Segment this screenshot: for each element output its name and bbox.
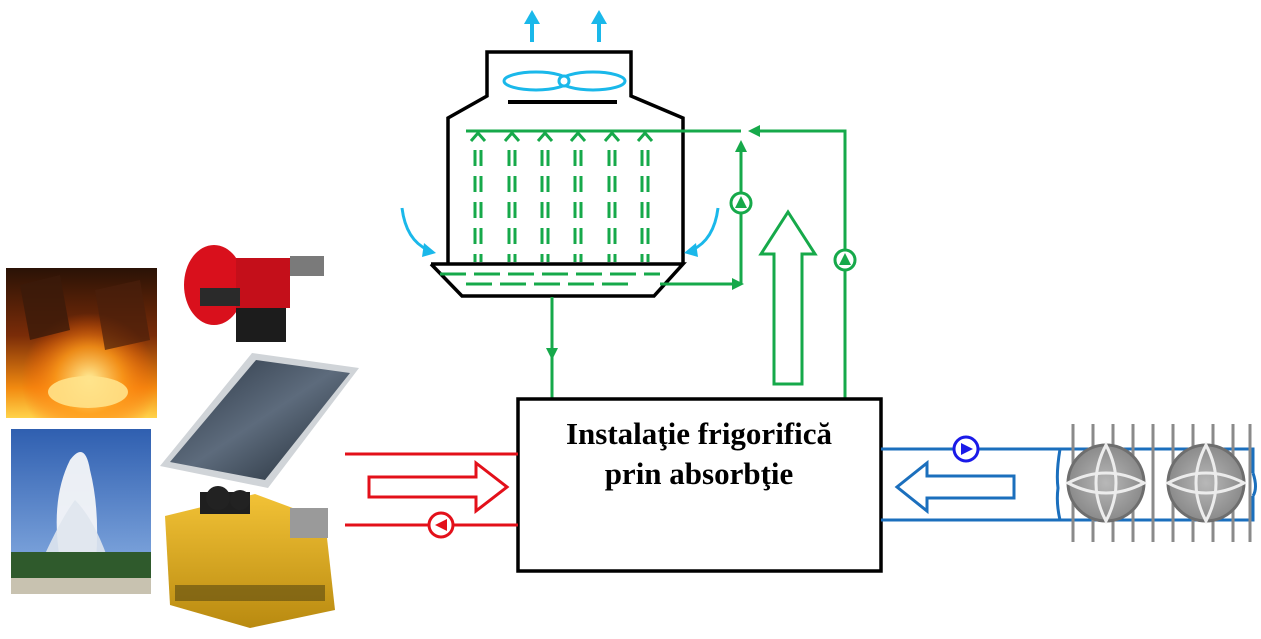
cooling-tower: [400, 10, 741, 298]
gas-engine-generator-photo-icon: [165, 486, 335, 628]
steel-furnace-photo-icon: [6, 268, 157, 418]
spray-column: [636, 130, 654, 262]
fan-coil-1-icon: [1064, 441, 1148, 525]
cooling-pump-icon: [729, 191, 753, 215]
return-pump-icon: [833, 248, 857, 272]
exhaust-air-arrows: [524, 10, 607, 42]
heat-rejection-arrow: [758, 209, 818, 386]
chiller-title-line2: prin absorbţie: [605, 456, 794, 491]
basin-water: [440, 272, 660, 286]
heat-source-pump-icon: [427, 511, 455, 539]
geyser-photo-icon: [11, 429, 151, 594]
spray-columns: [469, 130, 654, 262]
fan-coil-2-icon: [1164, 441, 1248, 525]
chilled-water-circuit: [881, 447, 1257, 522]
cooling-tower-outline: [446, 50, 685, 264]
spray-column: [603, 130, 621, 262]
absorption-chiller-box: Instalaţie frigorifică prin absorbţie: [516, 397, 883, 573]
heat-source-circuit: [345, 452, 518, 527]
solar-collector-photo-icon: [160, 353, 359, 488]
spray-column: [469, 130, 487, 262]
cooling-tower-basin: [429, 262, 687, 298]
heat-input-arrow: [367, 459, 510, 515]
inlet-air-arrows: [400, 207, 720, 257]
spray-column: [536, 130, 554, 262]
fan-coil-units-icon: [1064, 424, 1252, 542]
gas-burner-photo-icon: [184, 245, 324, 342]
chiller-title-line1: Instalaţie frigorifică: [566, 416, 833, 451]
spray-column: [503, 130, 521, 262]
chilled-water-pump-icon: [952, 435, 980, 463]
chilled-water-arrow: [894, 459, 1016, 515]
cooling-tower-fan-icon: [502, 70, 627, 104]
spray-column: [569, 130, 587, 262]
